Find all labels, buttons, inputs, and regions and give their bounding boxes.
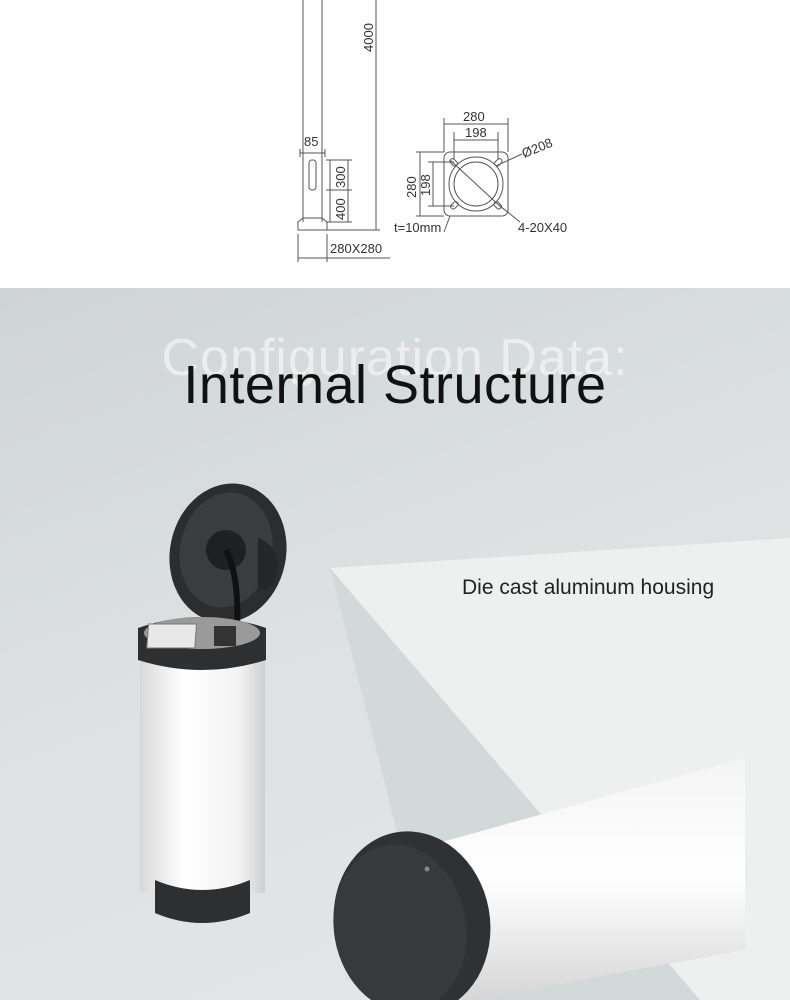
vertical-lamp xyxy=(138,617,266,923)
base-plate xyxy=(297,217,328,231)
label-top-198: 198 xyxy=(465,125,487,140)
section-title: Internal Structure xyxy=(183,355,607,415)
label-holes: 4-20X40 xyxy=(518,220,567,235)
label-side-280: 280 xyxy=(404,176,419,198)
technical-drawing: 4000 85 300 400 280X280 280 198 Ø208 280… xyxy=(0,0,790,288)
ghost-heading: Configuration Data: xyxy=(161,329,629,387)
label-side-198: 198 xyxy=(418,174,433,196)
label-thickness: t=10mm xyxy=(394,220,441,235)
feature-label-housing: Die cast aluminum housing xyxy=(462,576,715,599)
flange-plate xyxy=(443,151,509,217)
driver-board xyxy=(146,623,198,649)
bottom-housing-ring xyxy=(155,880,250,923)
product-scene xyxy=(138,483,790,1000)
label-300: 300 xyxy=(333,166,348,188)
leader-thickness xyxy=(443,215,451,233)
leader-holes xyxy=(499,205,521,223)
label-diameter: Ø208 xyxy=(520,135,555,161)
pole-door-slot xyxy=(308,159,317,191)
label-top-280: 280 xyxy=(463,109,485,124)
horizontal-lamp xyxy=(333,758,745,1000)
internal-structure-panel: Configuration Data: Internal Structure D… xyxy=(0,288,790,1000)
lamp-lid xyxy=(169,483,287,649)
dimension-drawing-svg: 4000 85 300 400 280X280 280 198 Ø208 280… xyxy=(297,0,567,262)
label-base: 280X280 xyxy=(330,241,382,256)
label-85: 85 xyxy=(304,134,318,149)
flange-center-circle xyxy=(448,156,504,212)
label-4000: 4000 xyxy=(361,23,376,52)
label-400: 400 xyxy=(333,198,348,220)
